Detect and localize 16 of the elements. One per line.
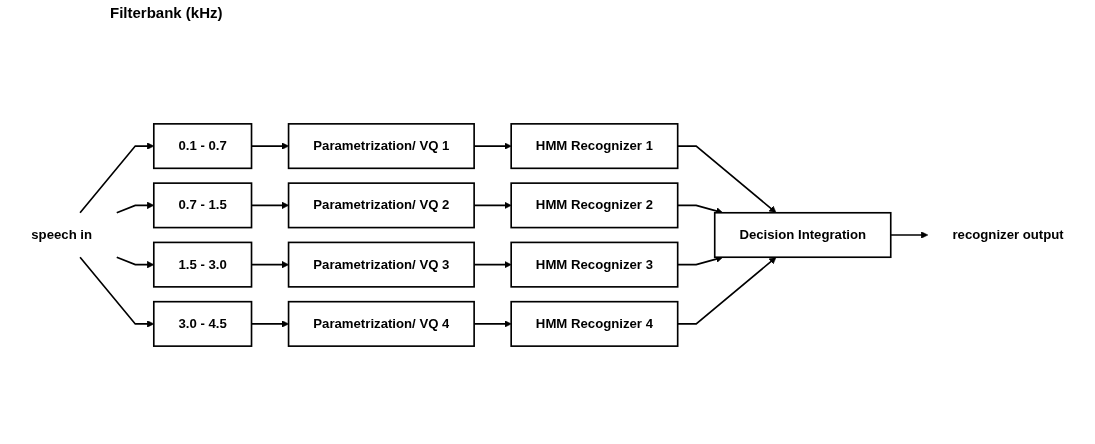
node-box: HMM Recognizer 3 (510, 241, 679, 288)
node-box: HMM Recognizer 4 (510, 300, 679, 347)
node-box: 3.0 - 4.5 (152, 300, 253, 347)
node-box: HMM Recognizer 1 (510, 123, 679, 170)
node-box: Decision Integration (713, 211, 892, 259)
node-box: Parametrization/ VQ 4 (287, 300, 475, 347)
node-box: Parametrization/ VQ 1 (287, 123, 475, 170)
node-box: 0.7 - 1.5 (152, 182, 253, 229)
node-box: Parametrization/ VQ 2 (287, 182, 475, 229)
node-box: 0.1 - 0.7 (152, 123, 253, 170)
node-text: speech in (31, 227, 93, 242)
column-heading: Filterbank (kHz) (110, 4, 223, 21)
node-box: Parametrization/ VQ 3 (287, 241, 475, 288)
node-text: recognizer output (952, 227, 1064, 242)
node-box: 1.5 - 3.0 (152, 241, 253, 288)
node-box: HMM Recognizer 2 (510, 182, 679, 229)
